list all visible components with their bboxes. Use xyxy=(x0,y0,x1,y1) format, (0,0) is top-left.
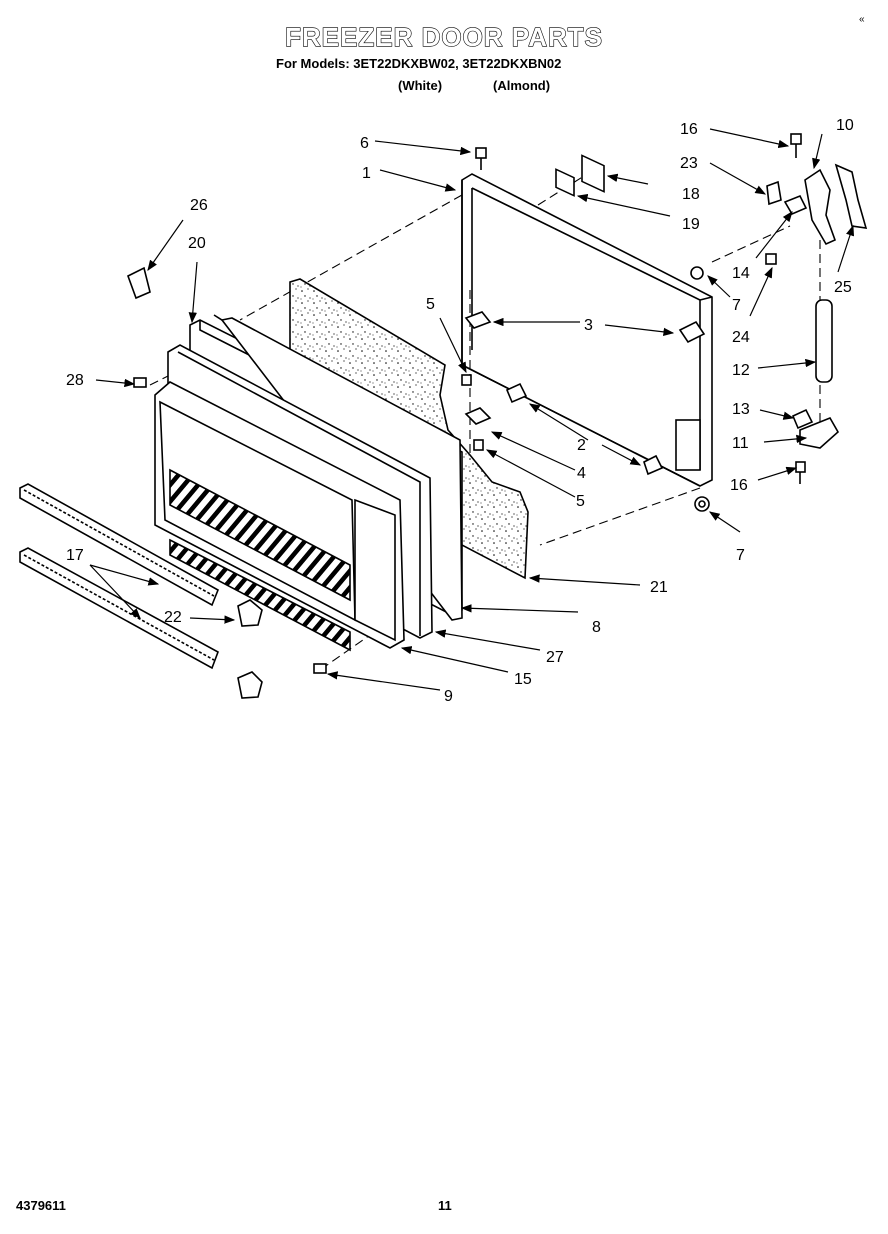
rail-end-cap xyxy=(237,599,263,627)
callout-19: 19 xyxy=(682,216,700,233)
handle xyxy=(815,299,833,383)
callout-23: 23 xyxy=(680,155,698,172)
callout-27: 27 xyxy=(546,649,564,666)
hinge-cover xyxy=(834,163,868,229)
label-19 xyxy=(555,168,575,197)
corner-mark: « xyxy=(859,14,865,25)
callout-20: 20 xyxy=(188,235,206,252)
callout-24: 24 xyxy=(732,329,750,346)
callout-14: 14 xyxy=(732,265,750,282)
callout-2: 2 xyxy=(577,437,586,454)
variant-almond: (Almond) xyxy=(493,78,551,93)
callout-18: 18 xyxy=(682,186,700,203)
document-number: 4379611 xyxy=(16,1198,66,1213)
model-numbers: For Models: 3ET22DKXBW02, 3ET22DKXBN02 xyxy=(276,56,562,71)
screws xyxy=(133,133,806,674)
callout-10: 10 xyxy=(836,117,854,134)
callout-9: 9 xyxy=(444,688,453,705)
stops xyxy=(464,311,706,476)
callout-25: 25 xyxy=(834,279,852,296)
callout-7: 7 xyxy=(732,297,741,314)
shim xyxy=(766,180,782,206)
callout-17: 17 xyxy=(66,547,84,564)
callout-12: 12 xyxy=(732,362,750,379)
callout-labels: 1 2 3 4 5 5 6 7 7 8 9 10 11 12 13 14 15 … xyxy=(66,117,854,705)
diagram-artwork xyxy=(19,133,868,699)
callout-3: 3 xyxy=(584,317,593,334)
callout-6: 6 xyxy=(360,135,369,152)
callout-5b: 5 xyxy=(576,493,585,510)
shim-13 xyxy=(791,408,814,430)
rail-end-cap xyxy=(237,671,263,699)
callout-22: 22 xyxy=(164,609,182,626)
clip-26 xyxy=(127,266,151,300)
leader-lines xyxy=(89,128,855,691)
page-title: FREEZER DOOR PARTS xyxy=(284,21,603,52)
variant-white: (White) xyxy=(398,78,443,93)
callout-21: 21 xyxy=(650,579,668,596)
page-number: 11 xyxy=(438,1198,452,1213)
callout-13: 13 xyxy=(732,401,750,418)
hinge-top xyxy=(804,168,837,246)
callout-16b: 16 xyxy=(730,477,748,494)
callout-26: 26 xyxy=(190,197,208,214)
callout-16: 16 xyxy=(680,121,698,138)
hinge-spacer xyxy=(783,194,808,216)
callout-11: 11 xyxy=(732,435,749,452)
callout-5: 5 xyxy=(426,296,435,313)
label-18 xyxy=(581,154,605,193)
callout-28: 28 xyxy=(66,372,84,389)
shelf-rail-upper xyxy=(19,483,220,607)
callout-1: 1 xyxy=(362,165,371,182)
shelf-rail-lower xyxy=(19,547,219,670)
callout-7b: 7 xyxy=(736,547,745,564)
callout-4: 4 xyxy=(577,465,586,482)
callout-15: 15 xyxy=(514,671,532,688)
callout-8: 8 xyxy=(592,619,601,636)
